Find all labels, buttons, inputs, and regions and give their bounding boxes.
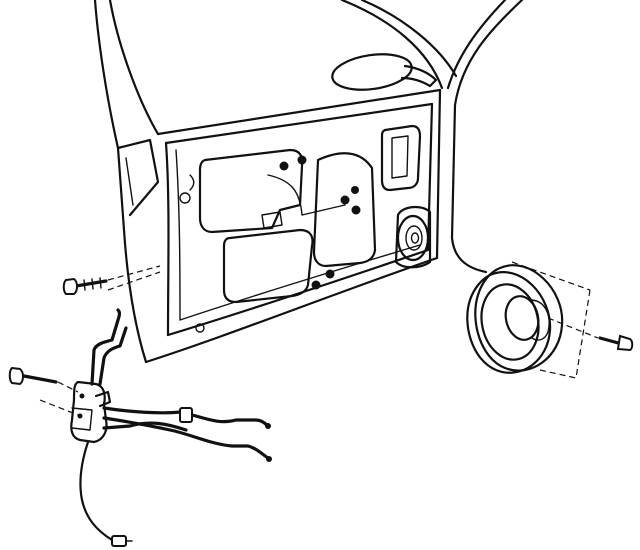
latch-rod-upper-2 — [98, 326, 128, 386]
sail-inner-line — [125, 157, 134, 206]
screw-guide-line-a — [107, 265, 161, 281]
cutout-regulator-inner — [391, 135, 409, 179]
cutout-regulator-outer — [380, 124, 422, 192]
window-frame-rear-outer — [340, 0, 444, 90]
panel-rib-left — [189, 174, 195, 191]
cable-connector — [179, 407, 193, 423]
regulator-arm — [261, 211, 283, 229]
cable-end-lower — [266, 456, 272, 462]
wire-connector — [111, 535, 127, 547]
speaker-bracket — [394, 205, 432, 269]
door-rear-edge — [435, 88, 442, 260]
door-inner-flange — [175, 149, 421, 321]
screw-upper-thread — [83, 277, 102, 291]
bolt-5 — [351, 186, 359, 194]
removed-speaker — [466, 261, 599, 379]
pillar-edge-outer — [450, 0, 524, 274]
side-mirror — [331, 53, 438, 91]
door-window-frame-front — [93, 0, 160, 364]
latch-wire-down — [79, 440, 114, 542]
speaker-center — [410, 232, 420, 244]
door-front-inner-edge — [164, 141, 170, 337]
latch-rod-upper — [90, 308, 122, 386]
latch-lever — [94, 390, 112, 408]
panel-hole-1 — [179, 192, 191, 204]
frame-outer-edge — [93, 0, 148, 364]
mirror-sail-panel — [116, 138, 160, 217]
screw-upper-head — [62, 277, 78, 295]
screw-upper-shaft — [74, 279, 108, 288]
speaker-frame-back — [474, 264, 564, 372]
latch-bolt-hole-2 — [77, 413, 83, 419]
door-belt-line — [164, 102, 434, 145]
door-bottom-edge — [144, 256, 439, 364]
speaker-cone — [405, 225, 423, 251]
latch-cable-upper — [102, 406, 270, 428]
screw-lower-guide-line — [57, 381, 79, 393]
latch-body — [70, 380, 108, 444]
mirror-mount — [400, 64, 438, 88]
pillar-edge-inner — [446, 0, 507, 90]
latch-bolt-hole-1 — [79, 393, 85, 399]
door-top-edge — [156, 88, 442, 136]
speaker-cone-large — [504, 295, 540, 341]
speaker-rim — [396, 214, 430, 262]
speaker-magnet — [529, 299, 550, 341]
door-bottom-inner-edge — [166, 248, 430, 337]
bolt-6 — [325, 269, 335, 279]
screw-lower-head — [8, 366, 24, 386]
speaker-guide-line-bottom — [539, 369, 577, 379]
door-window-frame-rear — [340, 0, 458, 90]
speaker-guide-line-screw — [547, 317, 599, 339]
speaker-frame-front — [466, 271, 552, 374]
cutout-upper-left — [198, 148, 304, 234]
cable-end-upper — [265, 423, 271, 429]
bolt-1 — [279, 161, 289, 171]
latch-plate — [71, 407, 93, 431]
bolt-4 — [351, 205, 361, 215]
door-inner-cutouts — [179, 124, 422, 333]
speaker-screw-head — [616, 334, 634, 352]
door-mounted-speaker — [394, 205, 432, 269]
latch-screw-upper — [62, 265, 161, 295]
bolt-2 — [297, 155, 307, 165]
window-frame-rear-inner — [360, 0, 458, 78]
door-latch-assembly — [70, 308, 272, 547]
cutout-lower-left — [222, 228, 314, 304]
mirror-housing — [331, 53, 413, 91]
panel-hole-2 — [195, 323, 205, 333]
bolt-7 — [311, 280, 321, 290]
regulator-rail — [267, 174, 346, 216]
bolt-3 — [340, 195, 350, 205]
door-bolts — [279, 155, 361, 290]
latch-cable-middle — [102, 416, 270, 460]
frame-inner-edge — [108, 0, 160, 136]
speaker-guide-line-right — [575, 289, 591, 379]
speaker-screw — [598, 334, 634, 352]
latch-cable-lower — [102, 421, 188, 432]
cutout-center — [312, 152, 377, 268]
screw-guide-line-b — [107, 271, 161, 291]
latch-screw-lower — [8, 366, 79, 416]
body-pillar — [446, 0, 524, 274]
door-rear-inner-edge — [426, 102, 434, 252]
screw-lower-shaft — [22, 374, 58, 384]
door-panel — [144, 88, 442, 364]
